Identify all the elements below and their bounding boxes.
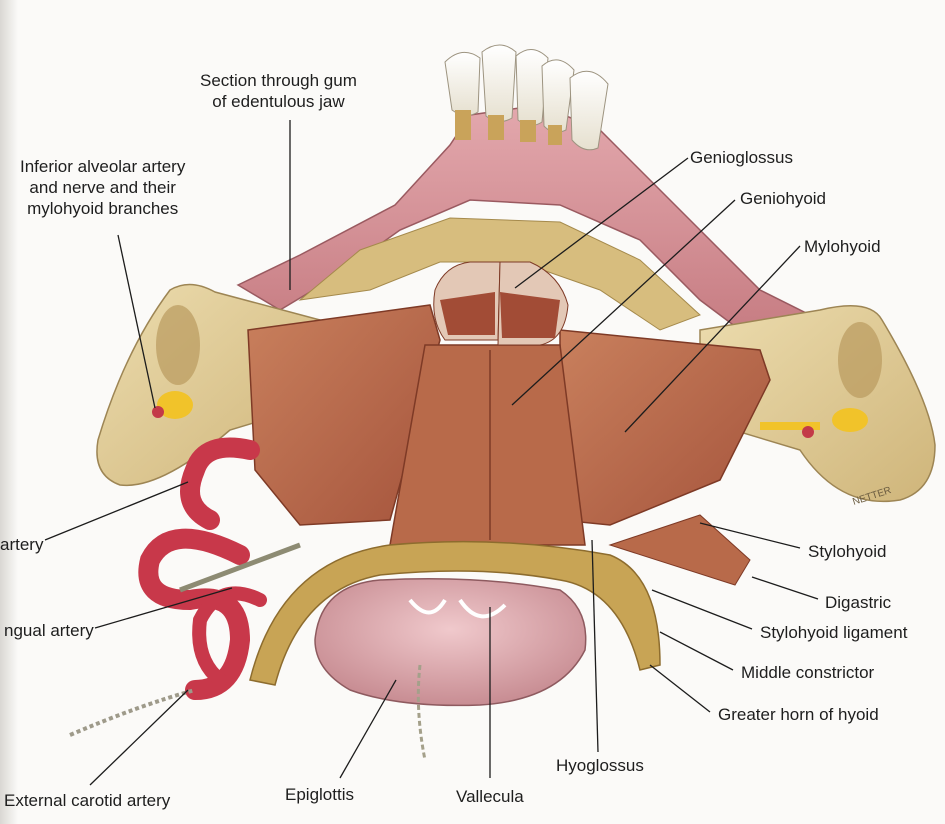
label-section-gum-line2: of edentulous jaw [212, 92, 345, 111]
label-inferior-alveolar-line3: mylohyoid branches [27, 199, 179, 218]
lower-teeth [444, 44, 609, 151]
label-external-carotid: External carotid artery [4, 791, 171, 810]
label-section-gum: Section through gum of edentulous jaw [200, 70, 357, 112]
arteries-left [69, 437, 301, 737]
page-edge-shadow [0, 0, 18, 824]
mylohyoid-muscles [247, 304, 771, 526]
label-section-gum-line1: Section through gum [200, 71, 357, 90]
label-stylohyoid: Stylohyoid [808, 542, 887, 561]
label-hyoglossus: Hyoglossus [556, 756, 644, 775]
label-greater-horn: Greater horn of hyoid [718, 705, 879, 724]
label-inferior-alveolar-line1: Inferior alveolar artery [20, 157, 186, 176]
label-lingual-artery: ngual artery [4, 621, 94, 640]
label-digastric: Digastric [825, 593, 892, 612]
leader-lines [44, 120, 819, 786]
label-epiglottis: Epiglottis [285, 785, 354, 804]
label-mylohyoid: Mylohyoid [804, 237, 881, 256]
hyoid-bone [249, 514, 751, 686]
label-genioglossus: Genioglossus [690, 148, 794, 167]
label-stylohyoid-ligament: Stylohyoid ligament [760, 623, 908, 642]
label-facial-artery: artery [0, 535, 44, 554]
label-inferior-alveolar-line2: and nerve and their [29, 178, 176, 197]
geniohyoid-muscle [389, 344, 586, 546]
epiglottis-region [314, 578, 587, 761]
label-inferior-alveolar: Inferior alveolar artery and nerve and t… [20, 156, 185, 219]
label-middle-constrictor: Middle constrictor [741, 663, 875, 682]
label-geniohyoid: Geniohyoid [740, 189, 827, 208]
genioglossus-muscle [433, 261, 569, 346]
label-vallecula: Vallecula [456, 787, 524, 806]
